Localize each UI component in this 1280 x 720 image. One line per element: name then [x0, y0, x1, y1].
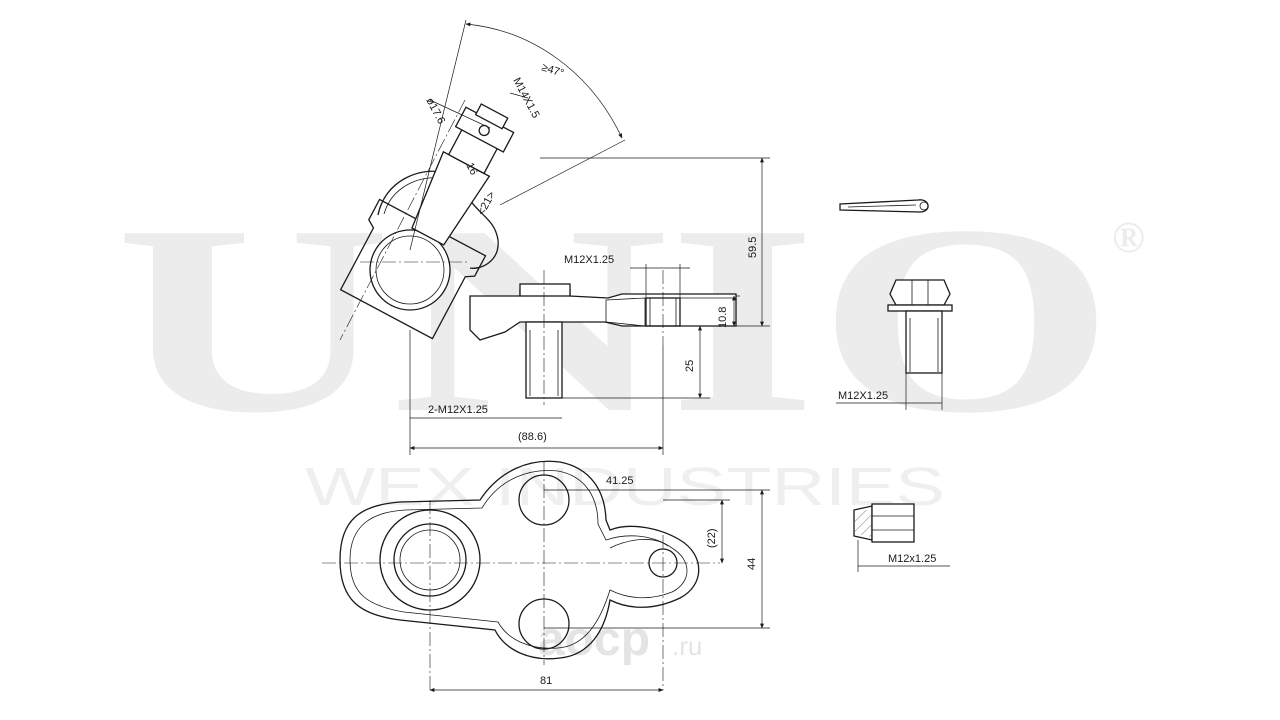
housing	[339, 198, 487, 340]
watermark-registered-mark: ®	[1112, 213, 1145, 262]
watermark: UNIO ® WEX INDUSTRIES aocp .ru	[115, 170, 1145, 666]
watermark-company: WEX INDUSTRIES	[305, 457, 945, 517]
center-line	[339, 99, 466, 341]
stud-shank	[411, 150, 491, 246]
length-25-label: 25	[684, 360, 696, 372]
flange-bolt: M12X1.25	[836, 279, 953, 410]
height-59-label: 59.5	[747, 237, 759, 258]
side-view: ≥47° M14X1.5 ø17.6 16 <21> M12X1.25 59.5…	[339, 19, 770, 455]
arm-hatch	[605, 297, 646, 327]
nut-thread-label: M12x1.25	[888, 553, 936, 565]
lock-nut: M12x1.25	[853, 503, 950, 572]
top-view: 41.25 (22) 44 81	[322, 460, 770, 692]
m12-top-label: M12X1.25	[564, 254, 614, 266]
angle-arc	[465, 22, 623, 139]
length-88-label: (88.6)	[518, 431, 547, 443]
length-81-label: 81	[540, 675, 552, 687]
width-22-label: (22)	[706, 528, 718, 548]
stud-head	[519, 283, 571, 297]
angle-label: ≥47°	[540, 61, 565, 79]
stud-thread-label: M14X1.5	[510, 76, 541, 121]
width-41-label: 41.25	[606, 475, 634, 487]
height-44-label: 44	[746, 558, 758, 570]
bolt-thread-label: M12X1.25	[838, 390, 888, 402]
cotter-pin	[839, 199, 929, 213]
dust-boot	[377, 170, 499, 269]
ball	[369, 229, 451, 311]
height-10-label: 10.8	[717, 307, 729, 328]
dim-16-label: 16	[463, 161, 479, 177]
bolts-label: 2-M12X1.25	[428, 404, 488, 416]
watermark-site-tld: .ru	[672, 631, 702, 661]
